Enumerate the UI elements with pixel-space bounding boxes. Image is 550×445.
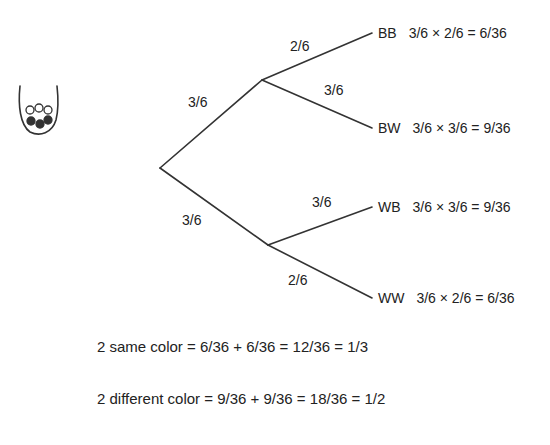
outcome-calculation: 3/6 × 3/6 = 9/36 <box>413 120 511 136</box>
branch-line <box>262 80 372 128</box>
outcome-name: BB <box>378 25 397 41</box>
black-ball <box>44 116 52 124</box>
black-ball <box>36 120 44 128</box>
black-ball <box>27 117 35 125</box>
outcome-calculation: 3/6 × 2/6 = 6/36 <box>409 25 507 41</box>
outcome-node: WB 3/6 × 3/6 = 9/36 <box>376 198 513 216</box>
result-equation: 2 different color = 9/36 + 9/36 = 18/36 … <box>95 390 387 407</box>
outcome-name: WB <box>378 199 401 215</box>
branch-probability: 2/6 <box>288 38 311 54</box>
branch-line <box>262 33 372 80</box>
outcome-name: BW <box>378 120 401 136</box>
outcome-calculation: 3/6 × 2/6 = 6/36 <box>416 290 514 306</box>
outcome-name: WW <box>378 290 404 306</box>
branch-line <box>268 207 372 245</box>
outcome-node: BB 3/6 × 2/6 = 6/36 <box>376 24 509 42</box>
white-ball <box>35 104 43 112</box>
branch-probability: 3/6 <box>180 212 203 228</box>
branch-line <box>268 245 372 298</box>
branch-probability: 3/6 <box>186 94 209 110</box>
outcome-node: BW 3/6 × 3/6 = 9/36 <box>376 119 513 137</box>
outcome-calculation: 3/6 × 3/6 = 9/36 <box>413 199 511 215</box>
result-equation: 2 same color = 6/36 + 6/36 = 12/36 = 1/3 <box>95 338 370 355</box>
branch-line <box>160 168 268 245</box>
outcome-node: WW 3/6 × 2/6 = 6/36 <box>376 289 517 307</box>
branch-line <box>160 80 262 168</box>
branch-probability: 3/6 <box>310 194 333 210</box>
white-ball <box>26 106 34 114</box>
white-ball <box>44 106 52 114</box>
branch-probability: 2/6 <box>286 272 309 288</box>
jar-outline <box>19 86 58 134</box>
branch-probability: 3/6 <box>322 82 345 98</box>
